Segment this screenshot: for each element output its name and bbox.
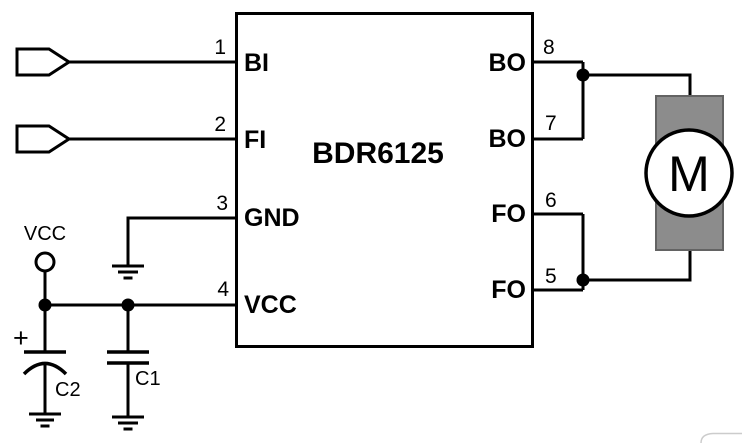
c2-polarity-sign: + [13, 323, 29, 353]
motor-symbol: M [644, 95, 734, 251]
pin-4-label: VCC [244, 291, 297, 319]
capacitor-c1: C1 [107, 305, 161, 431]
input-connector-bi-icon [15, 47, 72, 77]
junction-dot [576, 68, 590, 82]
c2-label: C2 [55, 379, 81, 401]
chip-name: BDR6125 [312, 137, 444, 170]
pin-5-number: 5 [545, 265, 557, 288]
ground-symbol-pin3 [112, 264, 144, 280]
c2-plate-curved [22, 361, 68, 376]
junction-dot [576, 273, 590, 287]
pin-3-number: 3 [216, 192, 228, 215]
motor-circle [644, 128, 734, 218]
c1-label: C1 [135, 368, 161, 390]
pin-2-label: FI [244, 126, 266, 154]
capacitor-c2: + C2 [13, 305, 81, 428]
wire-motor-top [583, 73, 692, 97]
ground-symbol-c1 [112, 415, 144, 431]
pin-8-label: BO [489, 49, 527, 77]
wire-motor-bottom [583, 249, 692, 282]
wire-gnd-pin3 [126, 216, 236, 266]
chip-body [235, 12, 534, 348]
pin-2-number: 2 [214, 113, 226, 136]
input-connector-fi-icon [15, 124, 72, 154]
ground-symbol-c2 [29, 412, 61, 428]
pin-6-label: FO [491, 200, 526, 228]
pin-4-number: 4 [217, 278, 229, 301]
pin-6-number: 6 [545, 189, 557, 212]
vcc-supply-label: VCC [24, 223, 66, 245]
motor-label: M [668, 146, 710, 202]
pin-1-number: 1 [214, 36, 226, 59]
pin-7-label: BO [489, 125, 527, 153]
pin-8-number: 8 [543, 36, 555, 59]
corner-artifact [700, 432, 742, 443]
pin-1-label: BI [244, 49, 269, 77]
pin-7-number: 7 [545, 112, 557, 135]
pin-5-label: FO [491, 276, 526, 304]
vcc-terminal-icon [34, 251, 56, 273]
pin-3-label: GND [244, 204, 300, 232]
